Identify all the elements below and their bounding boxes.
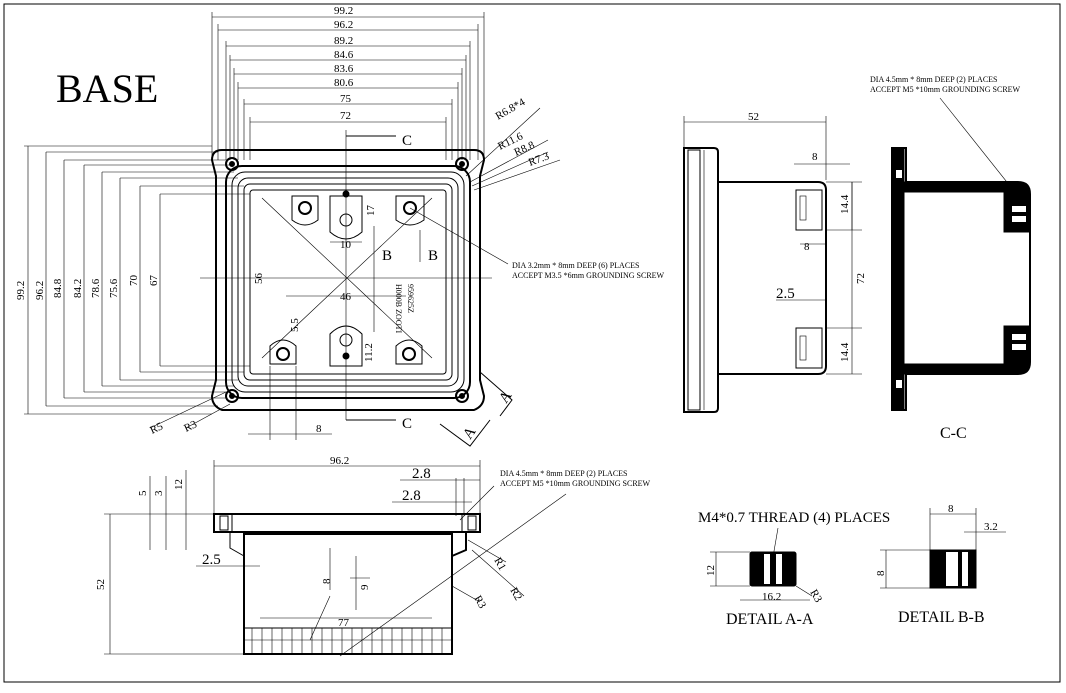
detail-aa-shape: [749, 551, 797, 587]
front-view: 96.2 2.8 2.8 5 3 12 52: [95, 455, 651, 657]
detail-aa-label: DETAIL A-A: [726, 611, 814, 628]
front-note-line-2: ACCEPT M5 *10mm GROUNDING SCREW: [500, 479, 651, 488]
front-radius-r1: R1: [491, 556, 508, 573]
dim-w-80-6: 80.6: [334, 77, 354, 89]
side-dim-14-4-top: 14.4: [839, 194, 851, 214]
dim-h-78-6: 78.6: [90, 278, 102, 298]
corner-hole-bl: [225, 389, 239, 403]
dim-w-99-2: 99.2: [334, 5, 353, 17]
dim-56: 56: [253, 273, 265, 285]
detail-bb-right-3-2: 3.2: [984, 521, 998, 533]
dim-h-84-2: 84.2: [72, 279, 84, 298]
sheet-border: [3, 3, 1061, 683]
dim-8-bottom: 8: [316, 423, 322, 435]
side-width-52: 52: [748, 111, 759, 123]
section-c-top: C: [402, 133, 412, 149]
dim-h-75-6: 75.6: [108, 278, 120, 298]
dim-h-99-2: 99.2: [15, 281, 27, 300]
holes-note-line-1: DIA 3.2mm * 8mm DEEP (6) PLACES: [512, 261, 639, 270]
detail-aa: M4*0.7 THREAD (4) PLACES 12 16.2 R3 DETA…: [698, 510, 890, 628]
detail-bb: 8 3.2 8 DETAIL B-B: [875, 503, 1006, 626]
side-dim-14-4-bottom: 14.4: [839, 342, 851, 362]
radius-r6-8: R6.8*4: [494, 96, 528, 123]
detail-aa-width-16-2: 16.2: [762, 591, 781, 603]
section-cc: DIA 4.5mm * 8mm DEEP (2) PLACES ACCEPT M…: [870, 75, 1031, 442]
dim-w-83-6: 83.6: [334, 63, 354, 75]
section-cc-label: C-C: [940, 425, 967, 442]
side-dim-2-5: 2.5: [776, 286, 795, 302]
section-cc-note-line-2: ACCEPT M5 *10mm GROUNDING SCREW: [870, 85, 1021, 94]
section-cc-flange: [891, 147, 905, 411]
detail-bb-label: DETAIL B-B: [898, 609, 985, 626]
dim-46: 46: [340, 291, 352, 303]
front-dim-12: 12: [173, 479, 185, 490]
front-dim-9: 9: [359, 584, 371, 590]
front-dim-5: 5: [137, 490, 149, 496]
thread-note: M4*0.7 THREAD (4) PLACES: [698, 510, 890, 526]
front-dim-8: 8: [321, 578, 333, 584]
detail-aa-height-12: 12: [705, 565, 717, 576]
dim-w-72: 72: [340, 110, 351, 122]
front-dim-2-8-a: 2.8: [412, 466, 431, 482]
dim-h-67: 67: [148, 275, 160, 287]
dim-w-96-2: 96.2: [334, 19, 353, 31]
section-a-upper: A: [496, 388, 515, 406]
detail-bb-top-8: 8: [948, 503, 954, 515]
dim-w-89-2: 89.2: [334, 35, 353, 47]
front-radius-r3: R3: [471, 594, 488, 612]
dim-17: 17: [365, 205, 377, 217]
front-flange: [213, 513, 481, 533]
side-dim-8-top: 8: [812, 151, 818, 163]
holes-note-line-2: ACCEPT M3.5 *6mm GROUNDING SCREW: [512, 271, 665, 280]
section-cc-note-line-1: DIA 4.5mm * 8mm DEEP (2) PLACES: [870, 75, 997, 84]
dim-w-84-6: 84.6: [334, 49, 354, 61]
front-dim-2-5: 2.5: [202, 552, 221, 568]
section-b-left: B: [382, 248, 392, 264]
section-a-lower: A: [460, 424, 479, 442]
radius-r3: R3: [182, 418, 199, 435]
flange-outline: [210, 149, 486, 411]
front-width-96-2: 96.2: [330, 455, 349, 467]
section-c-bottom: C: [402, 416, 412, 432]
dim-w-75: 75: [340, 93, 352, 105]
side-flange: [683, 147, 719, 413]
front-body: [243, 533, 453, 655]
dim-h-70: 70: [128, 275, 140, 287]
drawing-title: BASE: [56, 66, 158, 111]
radius-r5: R5: [148, 420, 165, 437]
front-height-52: 52: [95, 579, 107, 590]
dim-5-5: 5.5: [289, 318, 301, 332]
front-radius-r2: R2: [507, 586, 524, 603]
side-body: [718, 181, 827, 375]
side-dim-72: 72: [855, 273, 867, 284]
front-bottom-77: 77: [338, 617, 350, 629]
side-dim-8-inner: 8: [804, 241, 810, 253]
corner-hole-tl: [225, 157, 239, 171]
corner-hole-tr: [455, 157, 469, 171]
front-fins: [251, 628, 443, 654]
front-dim-3: 3: [153, 490, 165, 496]
section-b-right: B: [428, 248, 438, 264]
corner-hole-br: [455, 389, 469, 403]
front-note-line-1: DIA 4.5mm * 8mm DEEP (2) PLACES: [500, 469, 627, 478]
dim-11-2: 11.2: [363, 343, 375, 362]
detail-bb-left-8: 8: [875, 570, 887, 576]
front-dim-2-8-b: 2.8: [402, 488, 421, 504]
dim-10: 10: [340, 239, 352, 251]
stamp-line-2: 959625Z: [406, 284, 415, 313]
dim-h-96-2: 96.2: [34, 281, 46, 300]
dim-h-84-8: 84.8: [52, 278, 64, 298]
side-view: 52 8 8 14.4 72 2.5 14.4: [683, 111, 867, 413]
stamp-line-1: H000B ZOOTI: [394, 284, 403, 333]
radius-r7-3: R7.3: [527, 150, 551, 169]
detail-aa-radius-r3: R3: [807, 588, 824, 606]
